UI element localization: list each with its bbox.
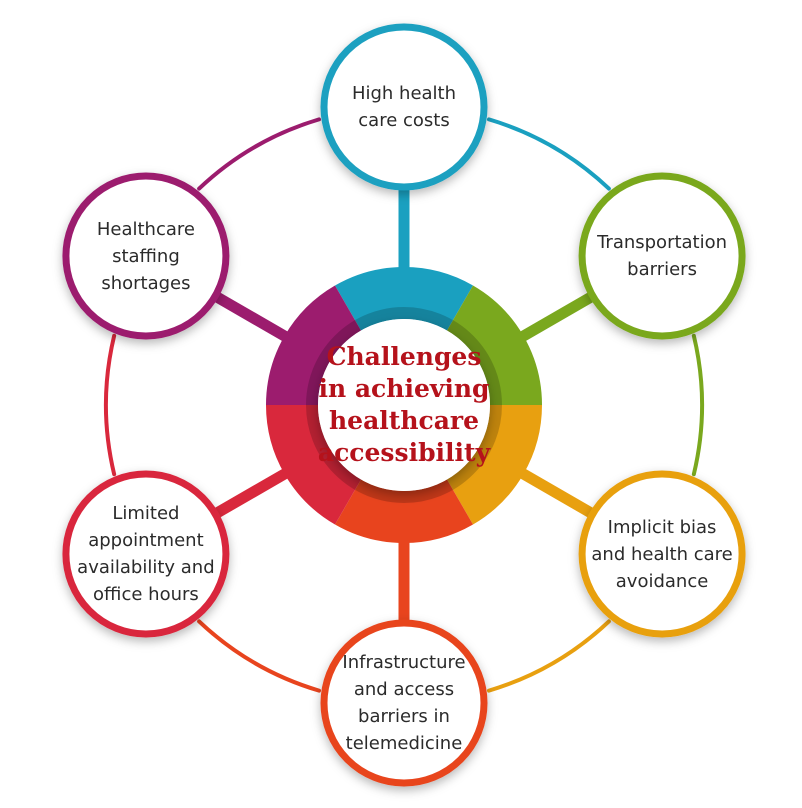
node-circle-transportation-barriers	[578, 172, 746, 340]
node-circle-high-health-care-costs	[320, 23, 488, 191]
orbit-arc-infrastructure-telemedicine	[197, 619, 321, 693]
hub-center-disc	[318, 319, 490, 491]
node-label-limited-appointment: Limited appointment availability and off…	[77, 503, 215, 605]
orbit-arc-limited-appointment	[104, 333, 117, 477]
node-circles	[62, 23, 746, 787]
spoke-staffing-shortages	[210, 290, 291, 343]
node-circle-implicit-bias	[578, 470, 746, 638]
spoke-transportation-barriers	[517, 290, 598, 343]
node-label-infrastructure-telemedicine: Infrastructure and access barriers in te…	[342, 652, 466, 754]
hub-inner-shade	[306, 307, 502, 503]
node-circle-infrastructure-telemedicine	[320, 619, 488, 787]
center-title: Challenges in achieving healthcare acces…	[317, 342, 491, 467]
central-hub	[266, 267, 542, 543]
hub-segment-staffing-shortages	[266, 285, 362, 406]
node-circle-limited-appointment	[62, 470, 230, 638]
hub-segment-high-health-care-costs	[335, 267, 473, 331]
orbit-arc-high-health-care-costs	[487, 117, 611, 191]
hub-segment-infrastructure-telemedicine	[335, 479, 473, 543]
node-label-transportation-barriers: Transportation barriers	[597, 232, 728, 280]
orbit-arc-transportation-barriers	[691, 333, 704, 477]
hub-segment-implicit-bias	[446, 404, 542, 525]
orbit-arc-implicit-bias	[487, 619, 611, 693]
node-label-implicit-bias: Implicit bias and health care avoidance	[591, 516, 733, 592]
spoke-limited-appointment	[210, 467, 291, 520]
node-circle-staffing-shortages	[62, 172, 230, 340]
spoke-implicit-bias	[517, 467, 598, 520]
node-label-staffing-shortages: Healthcare staffing shortages	[96, 218, 195, 294]
hub-segment-transportation-barriers	[446, 285, 542, 406]
outer-ring-arcs	[104, 117, 704, 693]
node-label-high-health-care-costs: High health care costs	[351, 83, 457, 131]
spokes	[210, 185, 598, 625]
hub-segment-limited-appointment	[266, 404, 362, 525]
orbit-arc-staffing-shortages	[197, 117, 321, 191]
